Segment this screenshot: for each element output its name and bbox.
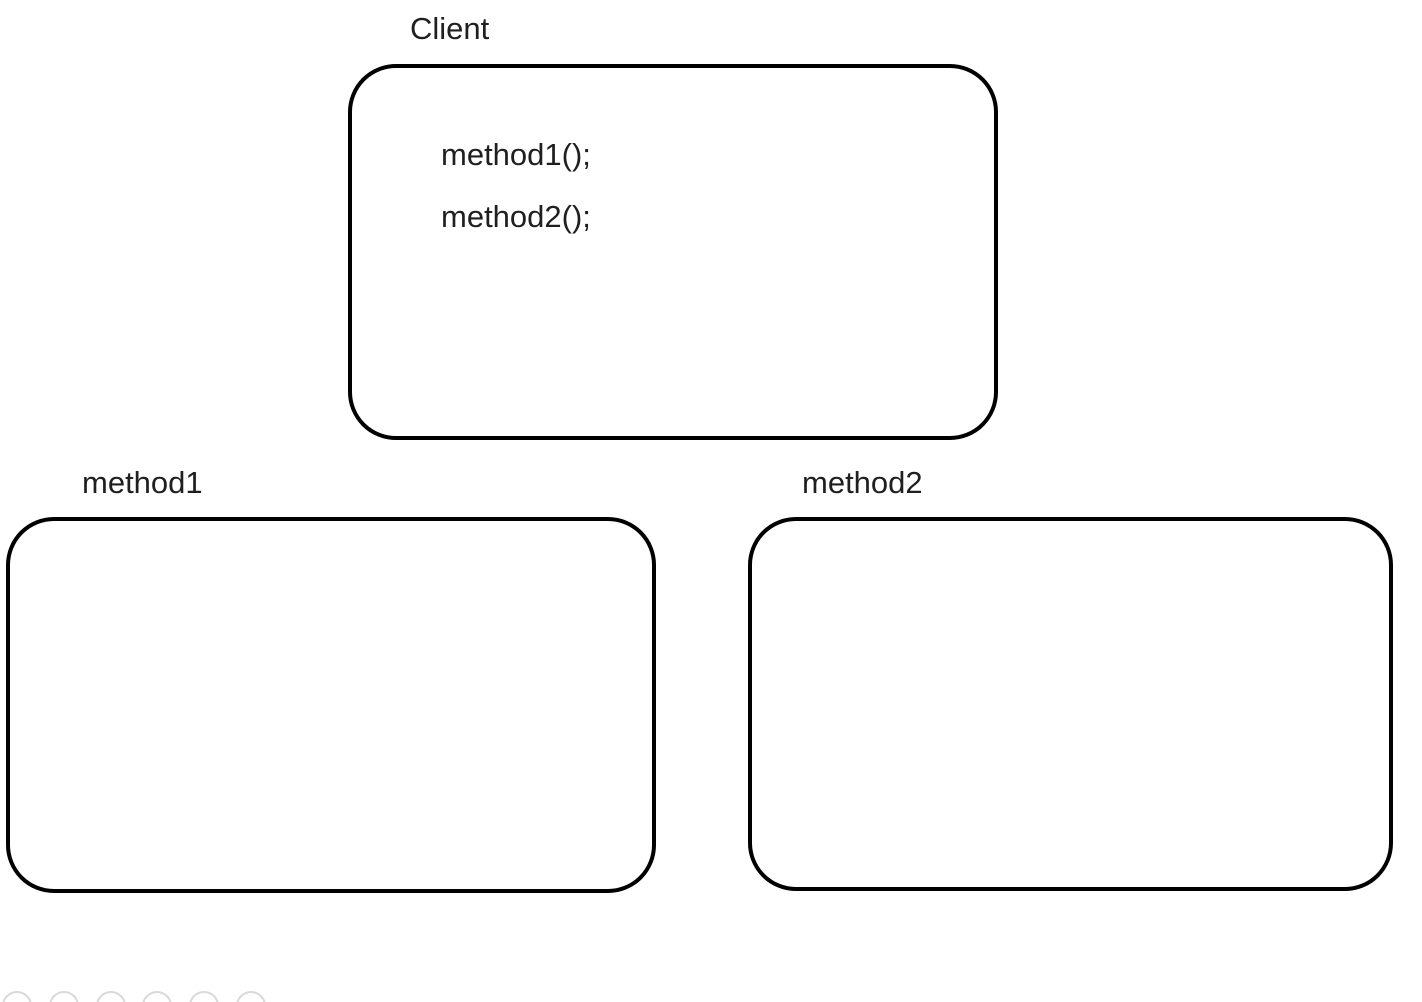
partial-circle-decoration xyxy=(189,991,220,1002)
method1-box xyxy=(6,517,656,893)
partial-circle-decoration xyxy=(48,991,79,1002)
partial-circle-decoration xyxy=(2,991,32,1002)
client-box-body: method1(); method2(); xyxy=(352,68,994,248)
method2-box-label: method2 xyxy=(802,465,923,500)
method1-box-label: method1 xyxy=(82,465,203,500)
method2-box xyxy=(748,517,1393,891)
client-method2-call: method2(); xyxy=(441,199,591,234)
client-box-label: Client xyxy=(410,11,490,46)
partial-circle-decoration xyxy=(95,991,126,1002)
partial-circle-decoration xyxy=(236,991,266,1002)
partial-circle-decoration xyxy=(142,991,173,1002)
client-box: method1(); method2(); xyxy=(348,64,998,440)
client-method1-call: method1(); xyxy=(441,137,591,172)
